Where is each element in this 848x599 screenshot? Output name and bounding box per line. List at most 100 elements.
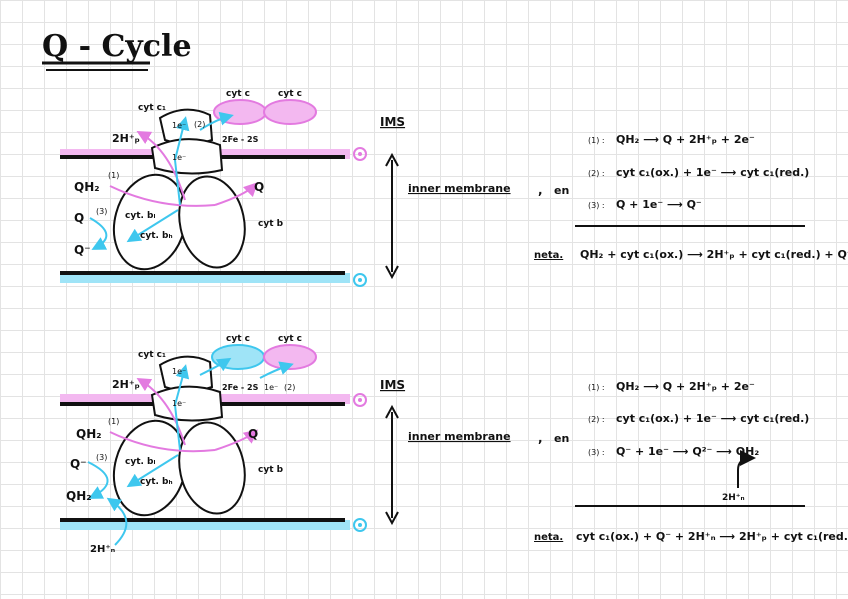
eq1-text: QH₂ ⟶ Q + 2H⁺ₚ + 2e⁻ (616, 133, 755, 146)
eq2-number: (2) : (588, 169, 605, 178)
step-3-tag: (3) (96, 453, 107, 462)
fes-label: 2Fe - 2S (222, 135, 259, 144)
negative-side-icon (353, 518, 367, 532)
comma-separator: , (538, 431, 543, 445)
q-anion-label: Q⁻ (74, 243, 91, 257)
proton-label: 2H⁺ₚ (112, 132, 140, 145)
negative-side-icon (353, 273, 367, 287)
proton-n-label: 2H⁺ₙ (90, 544, 116, 555)
q-reduction-arrow (89, 217, 108, 250)
cyt-b-right-lobe (178, 421, 246, 515)
q-product-label: Q (248, 427, 258, 441)
electron-to-bl-arrow (126, 454, 179, 488)
net-equation: cyt c₁(ox.) + Q⁻ + 2H⁺ₙ ⟶ 2H⁺ₚ + cyt c₁(… (576, 530, 848, 543)
q-substrate-label: Q (74, 211, 84, 225)
eq3-text: Q + 1e⁻ ⟶ Q⁻ (616, 198, 702, 211)
cyt-c-right-label: cyt c (278, 89, 302, 99)
qh2-bottom-label: QH₂ (66, 489, 92, 503)
eq2-text: cyt c₁(ox.) + 1e⁻ ⟶ cyt c₁(red.) (616, 166, 809, 179)
span-up-arrow-icon (385, 404, 399, 419)
rieske-subunit (150, 385, 224, 422)
eq3-number: (3) : (588, 448, 605, 457)
en-label: en (554, 184, 569, 197)
rieske-subunit (150, 138, 224, 175)
cyt-c-left-ellipse (213, 99, 267, 125)
cyt-b-label: cyt b (258, 219, 284, 229)
cyt-c-right-ellipse (263, 99, 317, 125)
eq3-number: (3) : (588, 201, 605, 210)
q-product-label: Q (254, 180, 264, 194)
electron-to-cytc-arrow (199, 111, 234, 131)
fes-label: 2Fe - 2S (222, 383, 259, 392)
inner-membrane-label: inner membrane (408, 430, 511, 443)
eq3-proton-label: 2H⁺ₙ (722, 493, 745, 503)
membrane-matrix-band (60, 520, 350, 530)
positive-side-dot-icon (358, 152, 362, 156)
net-equation: QH₂ + cyt c₁(ox.) ⟶ 2H⁺ₚ + cyt c₁(red.) … (580, 248, 848, 261)
eq3-text: Q⁻ + 1e⁻ ⟶ Q²⁻ ⟶ QH₂ (616, 445, 759, 458)
electron-to-c1-arrow (173, 364, 190, 451)
eq1-text: QH₂ ⟶ Q + 2H⁺ₚ + 2e⁻ (616, 380, 755, 393)
negative-side-dot-icon (358, 278, 362, 282)
positive-side-icon (353, 393, 367, 407)
electron-label-a: 1e⁻ (172, 121, 186, 130)
electron-label-a: 1e⁻ (172, 367, 186, 376)
cyt-c-left-label: cyt c (226, 89, 250, 99)
positive-side-dot-icon (358, 398, 362, 402)
qh2-oxidation-arrow (109, 185, 216, 207)
electron-label-c: 1e⁻ (264, 383, 278, 392)
electron-to-c1-arrow (173, 116, 190, 206)
qh2-label: QH₂ (74, 180, 100, 194)
qh2-oxidation-arrow (109, 431, 216, 453)
panel-1: cyt c₁ cyt c cyt c 2H⁺ₚ 1e⁻ (2) 2Fe - 2S… (60, 89, 848, 287)
span-down-arrow-icon (385, 511, 399, 526)
en-label: en (554, 432, 569, 445)
inner-membrane-label: inner membrane (408, 182, 511, 195)
proton-label: 2H⁺ₚ (112, 378, 140, 391)
electron-label-b: 1e⁻ (172, 399, 186, 408)
step-2-tag: (2) (284, 383, 295, 392)
page-title: Q - Cycle (42, 29, 192, 64)
proton-uptake-arrow (106, 497, 128, 546)
eq1-number: (1) : (588, 136, 605, 145)
ims-label: IMS (380, 378, 405, 392)
cyt-bh-label: cyt. bₕ (140, 231, 173, 241)
proton-release-arrow (136, 131, 186, 201)
qh2-label: QH₂ (76, 427, 102, 441)
positive-side-icon (353, 147, 367, 161)
protonation-arrow (737, 450, 756, 488)
negative-side-dot-icon (358, 523, 362, 527)
eq2-number: (2) : (588, 415, 605, 424)
q-anion-label: Q⁻ (70, 457, 87, 471)
cyt-c1-label: cyt c₁ (138, 350, 166, 360)
step-3-tag: (3) (96, 207, 107, 216)
electron-label-b: 1e⁻ (172, 153, 186, 162)
eq1-number: (1) : (588, 383, 605, 392)
electron-to-cytc-arrow (199, 357, 232, 376)
cyt-c-left-label: cyt c (226, 334, 250, 344)
cyt-bh-label: cyt. bₕ (140, 477, 173, 487)
step-2-tag: (2) (194, 120, 205, 129)
q-anion-reduction-arrow (87, 461, 109, 499)
comma-separator: , (538, 183, 543, 197)
net-label: neta. (534, 532, 563, 543)
net-label: neta. (534, 250, 563, 261)
proton-release-arrow (136, 377, 186, 446)
q-release-arrow (214, 429, 259, 451)
cyt-c1-label: cyt c₁ (138, 103, 166, 113)
cyt-bl-label: cyt. bₗ (125, 211, 155, 221)
cyt-bl-label: cyt. bₗ (125, 457, 155, 467)
cyt-b-label: cyt b (258, 465, 284, 475)
ims-label: IMS (380, 115, 405, 129)
cyt-b-right-lobe (178, 175, 246, 269)
span-down-arrow-icon (385, 265, 399, 280)
cyt-c-right-label: cyt c (278, 334, 302, 344)
step-1-tag: (1) (108, 417, 119, 426)
electron-to-cytc-right-arrow (259, 361, 294, 379)
span-up-arrow-icon (385, 152, 399, 167)
eq2-text: cyt c₁(ox.) + 1e⁻ ⟶ cyt c₁(red.) (616, 412, 809, 425)
q-release-arrow (214, 182, 258, 206)
step-1-tag: (1) (108, 171, 119, 180)
panel-2: cyt c₁ cyt c cyt c 2H⁺ₚ 1e⁻ 2Fe - 2S 1e⁻… (60, 334, 848, 555)
